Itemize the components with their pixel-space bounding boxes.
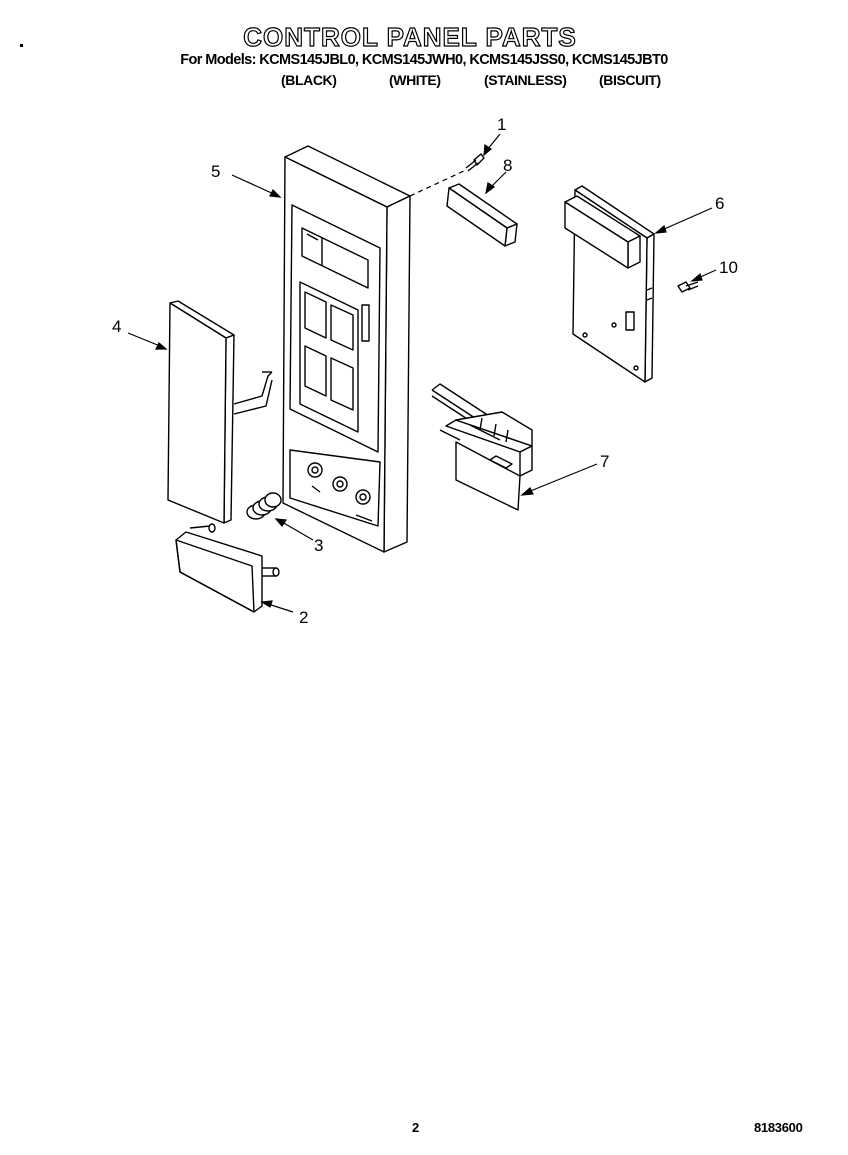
callout-leaders [127,133,717,613]
screw-dashed-leader [409,169,467,197]
models-line: For Models: KCMS145JBL0, KCMS145JWH0, KC… [180,52,668,68]
part-5-control-panel [282,145,411,553]
document-number: 8183600 [754,1120,803,1135]
part-7-latch-bracket [431,383,533,511]
color-label-black: (BLACK) [281,72,337,88]
page-title: CONTROL PANEL PARTS [243,21,577,52]
callout-10: 10 [719,258,738,277]
page-number: 2 [412,1120,420,1135]
callout-3: 3 [314,536,323,555]
callout-4: 4 [112,317,121,336]
callout-2: 2 [299,608,308,627]
part-1-screw [465,153,485,172]
corner-dot [20,44,23,47]
part-2-door-button [175,523,280,613]
part-4-cover-panel [167,300,273,524]
callout-8: 8 [503,156,512,175]
color-label-stainless: (STAINLESS) [484,72,567,88]
callout-7: 7 [600,452,609,471]
color-label-biscuit: (BISCUIT) [599,72,661,88]
color-label-white: (WHITE) [389,72,441,88]
callout-6: 6 [715,194,724,213]
part-6-control-board [564,185,655,383]
part-8-display-window [446,183,518,247]
part-10-screw [677,281,699,293]
part-3-spring [246,492,282,520]
callout-1: 1 [497,115,506,134]
callout-5: 5 [211,162,220,181]
